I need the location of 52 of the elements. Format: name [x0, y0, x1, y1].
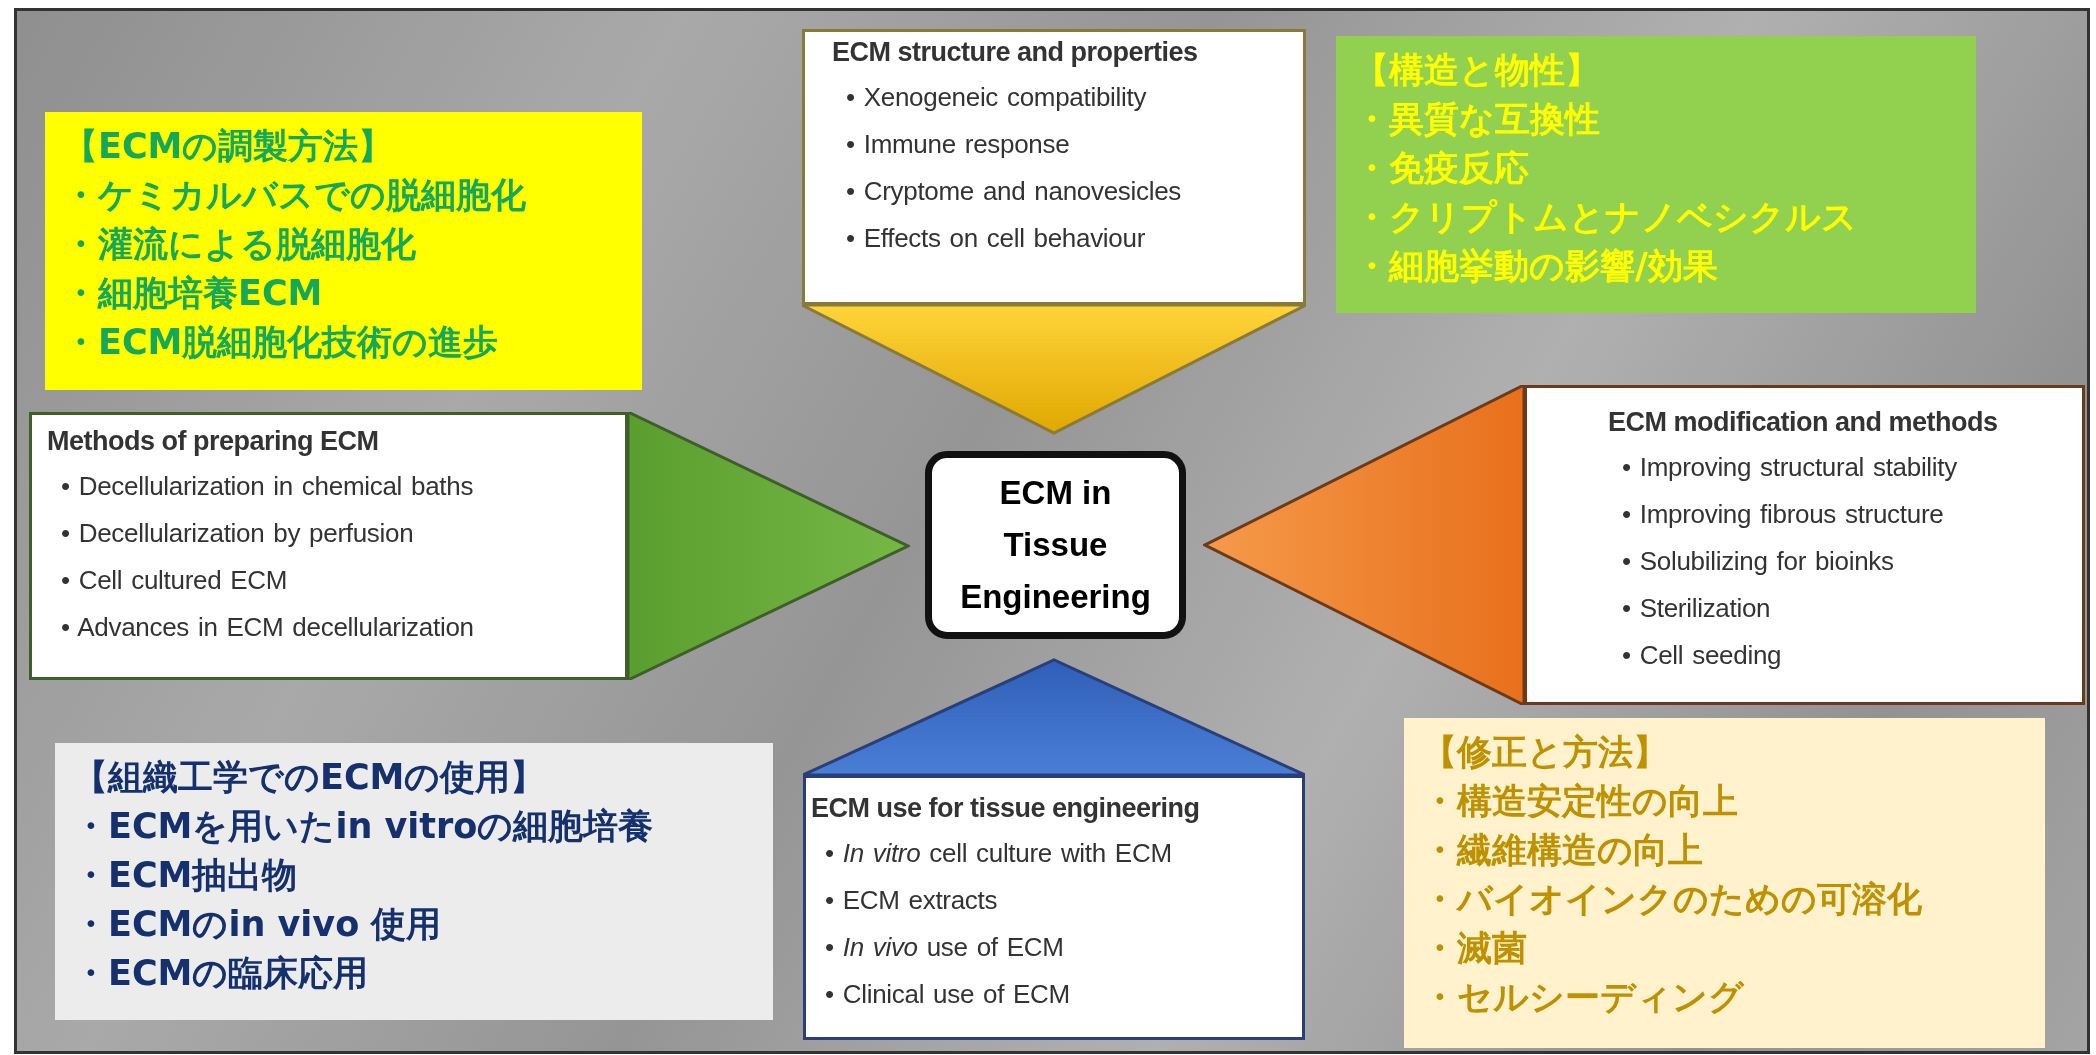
list-item: • Immune response: [846, 128, 1071, 161]
list-item: • In vitro cell culture with ECM: [825, 837, 1173, 870]
list-item: ・滅菌: [1422, 927, 1528, 970]
list-item: ・ECMの臨床応用: [73, 952, 370, 995]
list-item: • Improving fibrous structure: [1622, 498, 1945, 531]
list-item: ・免疫反応: [1354, 147, 1530, 190]
list-item: ・灌流による脱細胞化: [63, 223, 417, 266]
list-item: ・細胞挙動の影響/効果: [1354, 245, 1719, 288]
callout-box: [1336, 36, 1976, 313]
callout-heading: 【組織工学でのECMの使用】: [73, 756, 547, 799]
list-item: • Clinical use of ECM: [825, 978, 1071, 1011]
list-item: ・異質な互換性: [1354, 98, 1601, 141]
callout-heading: 【ECMの調製方法】: [63, 125, 395, 168]
arrow-box: [802, 29, 1306, 435]
list-item: ・細胞培養ECM: [63, 272, 324, 315]
list-item: • Effects on cell behaviour: [846, 222, 1147, 255]
callout-heading: 【構造と物性】: [1354, 49, 1601, 92]
list-item: ・クリプトムとナノベシクルス: [1354, 196, 1858, 239]
center-box: [925, 451, 1186, 639]
list-item: • Cell seeding: [1622, 639, 1783, 672]
box-heading: ECM use for tissue engineering: [811, 793, 1201, 824]
list-item: • ECM extracts: [825, 884, 999, 917]
center-label: ECM in Tissue Engineering: [959, 473, 1152, 617]
list-item: • Xenogeneic compatibility: [846, 81, 1148, 114]
callout-heading: 【修正と方法】: [1422, 731, 1669, 774]
list-item: • Cryptome and nanovesicles: [846, 175, 1183, 208]
arrow-box: [29, 412, 910, 680]
list-item: ・セルシーディング: [1422, 976, 1745, 1019]
list-item: • In vivo use of ECM: [825, 931, 1065, 964]
box-heading: Methods of preparing ECM: [47, 426, 380, 457]
callout-box: [1404, 718, 2045, 1048]
list-item: ・ECM抽出物: [73, 854, 299, 897]
box-heading: ECM modification and methods: [1608, 407, 1999, 438]
callout-box: [45, 112, 642, 390]
list-item: • Sterilization: [1622, 592, 1772, 625]
arrow-box: [1203, 385, 2085, 705]
callout-box: [55, 743, 773, 1020]
list-item: • Solubilizing for bioinks: [1622, 545, 1895, 578]
list-item: ・バイオインクのための可溶化: [1422, 878, 1923, 921]
list-item: ・繊維構造の向上: [1422, 829, 1704, 872]
list-item: • Decellularization in chemical baths: [61, 470, 475, 503]
list-item: ・ECMを用いたin vitroの細胞培養: [73, 805, 655, 848]
list-item: ・ECM脱細胞化技術の進歩: [63, 321, 500, 364]
list-item: • Improving structural stability: [1622, 451, 1958, 484]
list-item: • Decellularization by perfusion: [61, 517, 415, 550]
list-item: ・ケミカルバスでの脱細胞化: [63, 174, 527, 217]
list-item: ・構造安定性の向上: [1422, 780, 1739, 823]
box-heading: ECM structure and properties: [832, 37, 1199, 68]
list-item: • Cell cultured ECM: [61, 564, 289, 597]
arrow-box: [803, 658, 1305, 1040]
list-item: ・ECMのin vivo 使用: [73, 903, 443, 946]
list-item: • Advances in ECM decellularization: [61, 611, 475, 644]
